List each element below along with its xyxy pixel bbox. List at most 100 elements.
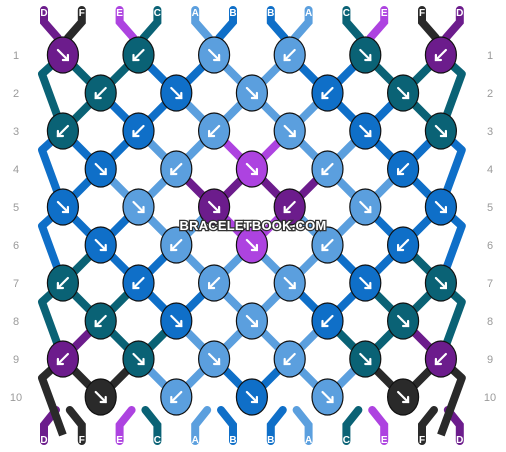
row-number-left: 3 [13, 126, 19, 138]
string-label-bottom: A [192, 435, 199, 446]
knot[interactable] [122, 36, 155, 74]
string-label-top: F [79, 8, 85, 19]
arrow-down-left-icon [94, 86, 107, 100]
row-number-left: 6 [13, 240, 19, 252]
knot[interactable] [235, 226, 268, 264]
top-string [418, 6, 440, 42]
knot[interactable] [46, 264, 80, 302]
arrow-down-left-icon [56, 276, 70, 290]
knot[interactable] [273, 340, 306, 378]
string-label-top: C [154, 8, 161, 19]
knot[interactable] [349, 188, 382, 226]
arrow-down-left-icon [283, 48, 296, 62]
knot[interactable] [84, 74, 117, 112]
knot[interactable] [46, 188, 80, 226]
arrow-down-right-icon [245, 162, 258, 176]
knot[interactable] [387, 302, 420, 340]
knot[interactable] [311, 150, 344, 188]
knot[interactable] [424, 112, 457, 150]
bottom-string [217, 406, 237, 445]
arrow-down-right-icon [94, 162, 107, 176]
knot[interactable] [198, 112, 231, 150]
string-label-top: A [305, 8, 312, 19]
arrow-down-left-icon [283, 200, 296, 214]
knot[interactable] [424, 36, 457, 74]
top-string [139, 6, 162, 42]
knot[interactable] [84, 226, 117, 264]
row-number-left: 8 [13, 316, 19, 328]
knot[interactable] [273, 188, 306, 226]
knot[interactable] [424, 188, 457, 226]
knot[interactable] [122, 340, 155, 378]
row-number-right: 6 [487, 240, 493, 252]
arrow-down-right-icon [56, 200, 70, 214]
knot[interactable] [84, 150, 117, 188]
string-label-top: E [116, 8, 123, 19]
knot[interactable] [311, 302, 344, 340]
knot[interactable] [387, 226, 420, 264]
top-string [40, 6, 62, 42]
knot[interactable] [198, 36, 231, 74]
bottom-string [418, 406, 438, 445]
arrow-down-right-icon [359, 276, 372, 290]
arrow-down-right-icon [208, 48, 221, 62]
row-number-right: 4 [487, 164, 493, 176]
knot[interactable] [46, 112, 80, 150]
knot[interactable] [424, 264, 457, 302]
row-number-right: 1 [487, 50, 493, 62]
knot[interactable] [235, 378, 268, 416]
knot[interactable] [160, 378, 193, 416]
knot[interactable] [160, 226, 193, 264]
knot[interactable] [311, 74, 344, 112]
knot[interactable] [349, 112, 382, 150]
arrow-down-right-icon [132, 352, 145, 366]
arrow-down-right-icon [359, 48, 372, 62]
knot[interactable] [160, 302, 193, 340]
knot[interactable] [311, 226, 344, 264]
top-string [342, 6, 365, 42]
row-number-right: 10 [484, 392, 496, 404]
row-number-left: 7 [13, 278, 19, 290]
arrow-down-left-icon [170, 390, 183, 404]
bottom-string [115, 406, 136, 445]
knot[interactable] [198, 264, 231, 302]
knot[interactable] [424, 340, 457, 378]
knot[interactable] [198, 340, 231, 378]
knot[interactable] [46, 36, 80, 74]
top-string [290, 6, 313, 42]
knot[interactable] [273, 112, 306, 150]
bottom-string [292, 406, 313, 445]
knot[interactable] [349, 36, 382, 74]
knot[interactable] [273, 264, 306, 302]
knot[interactable] [349, 264, 382, 302]
knot[interactable] [235, 74, 268, 112]
arrow-down-right-icon [397, 390, 410, 404]
knot[interactable] [387, 74, 420, 112]
knot[interactable] [349, 340, 382, 378]
arrow-down-left-icon [56, 124, 70, 138]
knot[interactable] [160, 150, 193, 188]
string-label-bottom: C [154, 435, 161, 446]
top-string [366, 6, 389, 42]
knot[interactable] [122, 188, 155, 226]
arrow-down-right-icon [245, 238, 258, 252]
knot[interactable] [84, 378, 117, 416]
knot[interactable] [235, 302, 268, 340]
knot[interactable] [387, 150, 420, 188]
string-label-bottom: C [343, 435, 350, 446]
knot[interactable] [311, 378, 344, 416]
arrow-down-right-icon [208, 352, 221, 366]
arrow-down-right-icon [208, 200, 221, 214]
knot[interactable] [160, 74, 193, 112]
knot[interactable] [198, 188, 231, 226]
knot[interactable] [122, 112, 155, 150]
string-label-top: A [192, 8, 199, 19]
arrow-down-left-icon [94, 314, 107, 328]
knot[interactable] [387, 378, 420, 416]
knot[interactable] [84, 302, 117, 340]
knot[interactable] [122, 264, 155, 302]
knot[interactable] [273, 36, 306, 74]
knot[interactable] [46, 340, 80, 378]
top-string [63, 6, 86, 42]
knot[interactable] [235, 150, 268, 188]
